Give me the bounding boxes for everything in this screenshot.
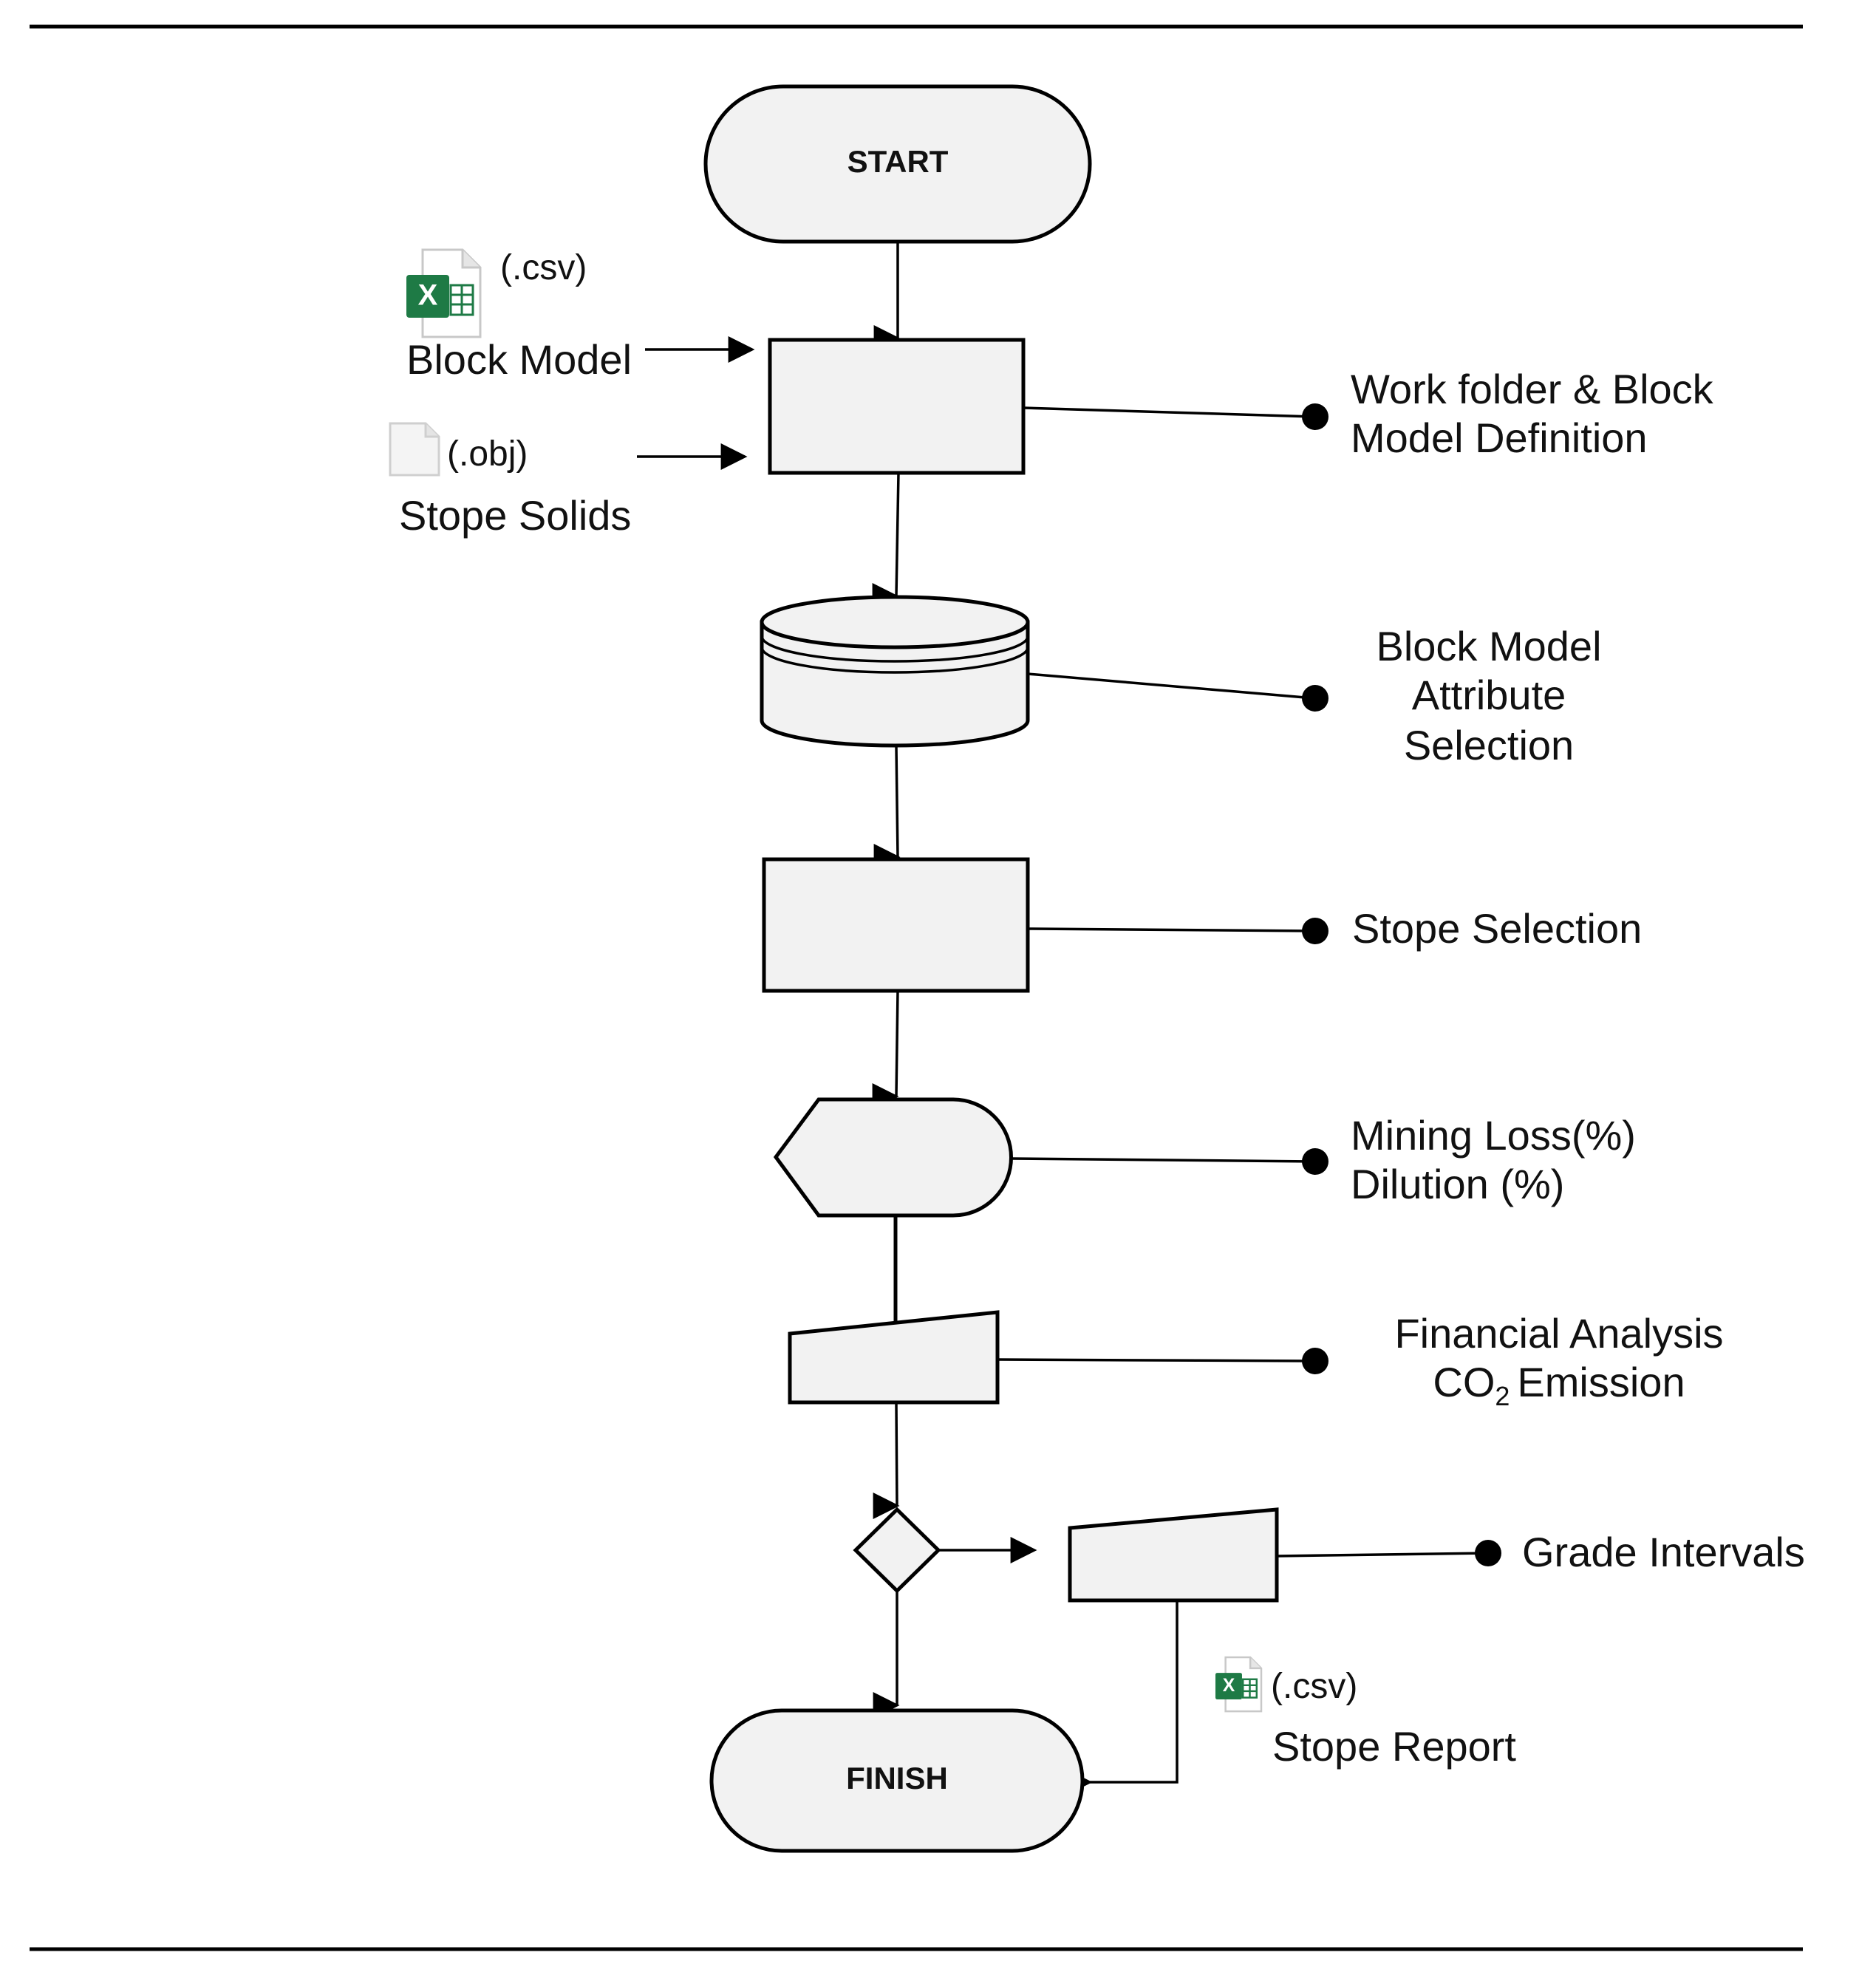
loss-label-line1: Mining Loss(%) — [1351, 1112, 1636, 1159]
connector-grade-intervals — [1276, 1552, 1487, 1558]
start-label: START — [847, 144, 949, 179]
attribute-label-line3: Selection — [1404, 722, 1574, 768]
financial-label-line1: Financial Analysis — [1394, 1310, 1723, 1357]
connector-stope-selection — [1027, 927, 1314, 932]
blank-file-icon — [389, 422, 440, 477]
start-terminal: START — [703, 84, 1092, 244]
loss-label-line2: Dilution (%) — [1351, 1161, 1564, 1207]
arrow-stope-selection-to-loss — [872, 990, 899, 1110]
bullet-work-folder — [1302, 403, 1328, 430]
financial-manual-input-shape — [788, 1310, 1000, 1405]
decision-diamond — [853, 1507, 941, 1594]
block-model-ext: (.csv) — [500, 248, 587, 287]
attribute-label-line1: Block Model — [1376, 623, 1601, 669]
stope-solids-label: Stope Solids — [399, 492, 631, 539]
svg-text:X: X — [1223, 1676, 1235, 1696]
connector-work-folder — [1023, 406, 1314, 418]
grade-intervals-label: Grade Intervals — [1522, 1529, 1805, 1575]
bullet-grade-intervals — [1475, 1540, 1501, 1566]
work-folder-process-box — [768, 338, 1026, 475]
connector-loss-dilution — [1010, 1157, 1314, 1163]
arrow-work-folder-to-attribute — [872, 472, 900, 610]
arrow-financial-to-decision — [873, 1402, 900, 1519]
finish-label: FINISH — [846, 1761, 948, 1795]
finish-terminal: FINISH — [709, 1708, 1085, 1853]
bullet-stope-selection — [1302, 918, 1328, 944]
work-folder-label-line1: Work folder & Block — [1351, 366, 1714, 412]
grade-intervals-manual-input-shape — [1068, 1507, 1279, 1603]
attribute-label-line2: Attribute — [1412, 672, 1566, 718]
stope-selection-label: Stope Selection — [1352, 905, 1642, 952]
bullet-financial — [1302, 1348, 1328, 1374]
stope-report-label: Stope Report — [1272, 1723, 1516, 1770]
connector-financial — [997, 1358, 1314, 1362]
work-folder-label-line2: Model Definition — [1351, 415, 1648, 461]
excel-file-icon: X — [406, 248, 482, 338]
stope-selection-process-box — [762, 857, 1030, 993]
block-model-input: X (.csv) Block Model — [406, 248, 755, 383]
arrow-grade-to-finish — [1065, 1600, 1179, 1795]
stope-report-output: X (.csv) Stope Report — [1215, 1656, 1516, 1770]
stope-report-ext: (.csv) — [1271, 1667, 1357, 1706]
connector-attribute — [1027, 672, 1314, 700]
bullet-loss-dilution — [1302, 1148, 1328, 1175]
svg-text:X: X — [418, 279, 438, 312]
bullet-attribute — [1302, 685, 1328, 712]
excel-file-icon: X — [1215, 1656, 1263, 1713]
loss-dilution-display-shape — [773, 1097, 1013, 1218]
stope-solids-input: (.obj) Stope Solids — [389, 422, 748, 539]
block-model-label: Block Model — [406, 336, 632, 383]
stope-solids-ext: (.obj) — [447, 434, 528, 474]
attribute-selection-database — [760, 595, 1030, 748]
arrow-attribute-to-stope-selection — [873, 746, 901, 870]
